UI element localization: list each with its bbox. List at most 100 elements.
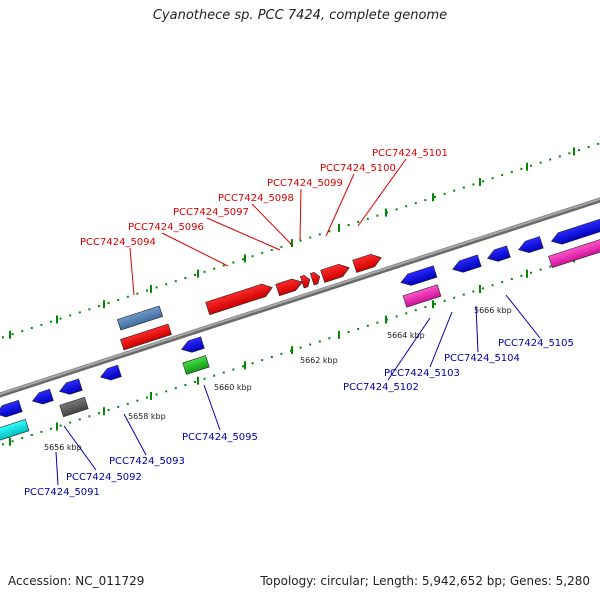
upper-scale-ring-dot [376,214,379,217]
upper-scale-ring-dot [453,189,456,192]
lower-scale-ring-dot [165,390,168,393]
upper-scale-ring-dot [443,192,446,195]
upper-scale-ring-dot [357,220,360,223]
lower-scale-ring-dot [98,412,100,415]
plus-gene-label: PCC7424_5099 [267,178,343,189]
minus-leader-line [123,413,147,456]
gene-arrow-red [352,253,382,273]
gene-block-gray [59,396,89,418]
upper-scale-ring-dot [194,273,196,276]
gene-arrow-blue [452,254,482,273]
upper-scale-ring-dot [11,333,14,336]
scale-label: 5666 kbp [474,306,512,315]
minus-gene-label: PCC7424_5103 [384,368,460,379]
upper-scale-ring-dot [146,289,148,292]
lower-scale-ring-dot [328,337,331,340]
plus-gene-label: PCC7424_5097 [173,207,249,218]
lower-scale-ring-dot [78,418,81,421]
upper-scale-ring-dot [126,295,129,298]
upper-scale-ring-dot [414,202,417,205]
lower-scale-ring-dot [549,265,552,268]
gene-block-green [182,355,210,375]
minus-gene-label: PCC7424_5105 [498,338,574,349]
upper-scale-ring-dot [366,217,369,220]
lower-scale-ring-dot [270,355,273,358]
upper-scale-ring-dot [299,239,302,242]
upper-scale-ring-dot [539,161,542,164]
upper-scale-ring-dot [347,224,350,227]
lower-scale-ring-dot [434,302,436,305]
lower-scale-ring-dot [539,268,542,271]
gene-arrow-red [299,274,311,289]
plus-gene-label: PCC7424_5098 [218,193,294,204]
gene-arrow-blue [99,364,122,381]
lower-scale-ring-dot [520,274,523,277]
lower-scale-ring-dot [510,277,513,280]
gene-arrow-red [309,271,321,286]
minus-leader-line [203,384,221,431]
upper-scale-ring-dot [530,164,532,167]
gene-block-cyan [0,418,30,442]
upper-scale-ring-dot [107,302,110,305]
lower-scale-ring-dot [69,421,72,424]
lower-scale-ring-dot [21,437,24,440]
lower-scale-ring-dot [405,312,408,315]
lower-scale-ring-dot [59,424,62,427]
lower-scale-ring-dot [194,380,196,383]
upper-scale-ring-dot [50,320,52,323]
gene-arrow-blue [59,378,83,395]
lower-scale-ring-dot [280,352,283,355]
lower-scale-ring-dot [222,371,225,374]
lower-scale-ring-dot [107,409,110,412]
upper-scale-ring-dot [309,236,312,239]
lower-scale-ring-dot [376,321,379,324]
lower-scale-ring-dot [318,340,321,343]
upper-scale-ring-dot [405,205,408,208]
lower-scale-ring-dot [309,343,312,346]
gene-arrow-blue [0,399,23,418]
gene-arrow-blue [518,236,544,253]
minus-leader-line [475,305,479,353]
backbone-highlight [0,197,600,396]
plus-leader-line [325,173,355,237]
upper-scale-ring-dot [232,261,235,264]
upper-scale-ring-dot [59,317,62,320]
minus-gene-label: PCC7424_5091 [24,487,100,498]
gene-block-magenta [548,237,600,269]
upper-scale-ring-dot [261,252,264,255]
upper-scale-ring-dot [78,311,81,314]
lower-scale-ring-dot [347,331,350,334]
lower-scale-ring-dot [203,377,206,380]
upper-scale-ring-dot [184,277,187,280]
lower-scale-ring-dot [184,384,187,387]
upper-scale-ring-dot [155,286,158,289]
lower-scale-ring-dot [40,430,43,433]
upper-scale-ring-dot [203,270,206,273]
lower-scale-ring-dot [30,433,33,436]
genome-meta-text: Topology: circular; Length: 5,942,652 bp… [260,574,590,588]
plus-leader-line [206,217,281,251]
gene-arrow-blue [550,216,600,245]
lower-scale-ring-dot [395,315,398,318]
minus-leader-line [505,294,541,339]
upper-scale-ring-dot [424,199,427,202]
gene-block-magenta [402,284,442,308]
plus-leader-line [161,232,229,267]
minus-leader-line [387,317,431,381]
upper-scale-ring-dot [491,177,494,180]
upper-scale-ring-dot [117,298,120,301]
lower-scale-ring-dot [357,327,360,330]
upper-scale-ring-dot [251,255,254,258]
upper-scale-ring-dot [558,155,561,158]
lower-scale-ring-dot [146,396,148,399]
lower-scale-ring-dot [174,387,177,390]
upper-scale-ring-dot [318,233,321,236]
lower-scale-ring-dot [366,324,369,327]
upper-scale-ring-dot [2,336,4,339]
upper-scale-ring-dot [501,174,504,177]
plus-leader-line [129,247,135,296]
upper-scale-ring-dot [242,258,244,261]
lower-scale-ring-dot [136,399,139,402]
lower-scale-ring-dot [242,365,244,368]
